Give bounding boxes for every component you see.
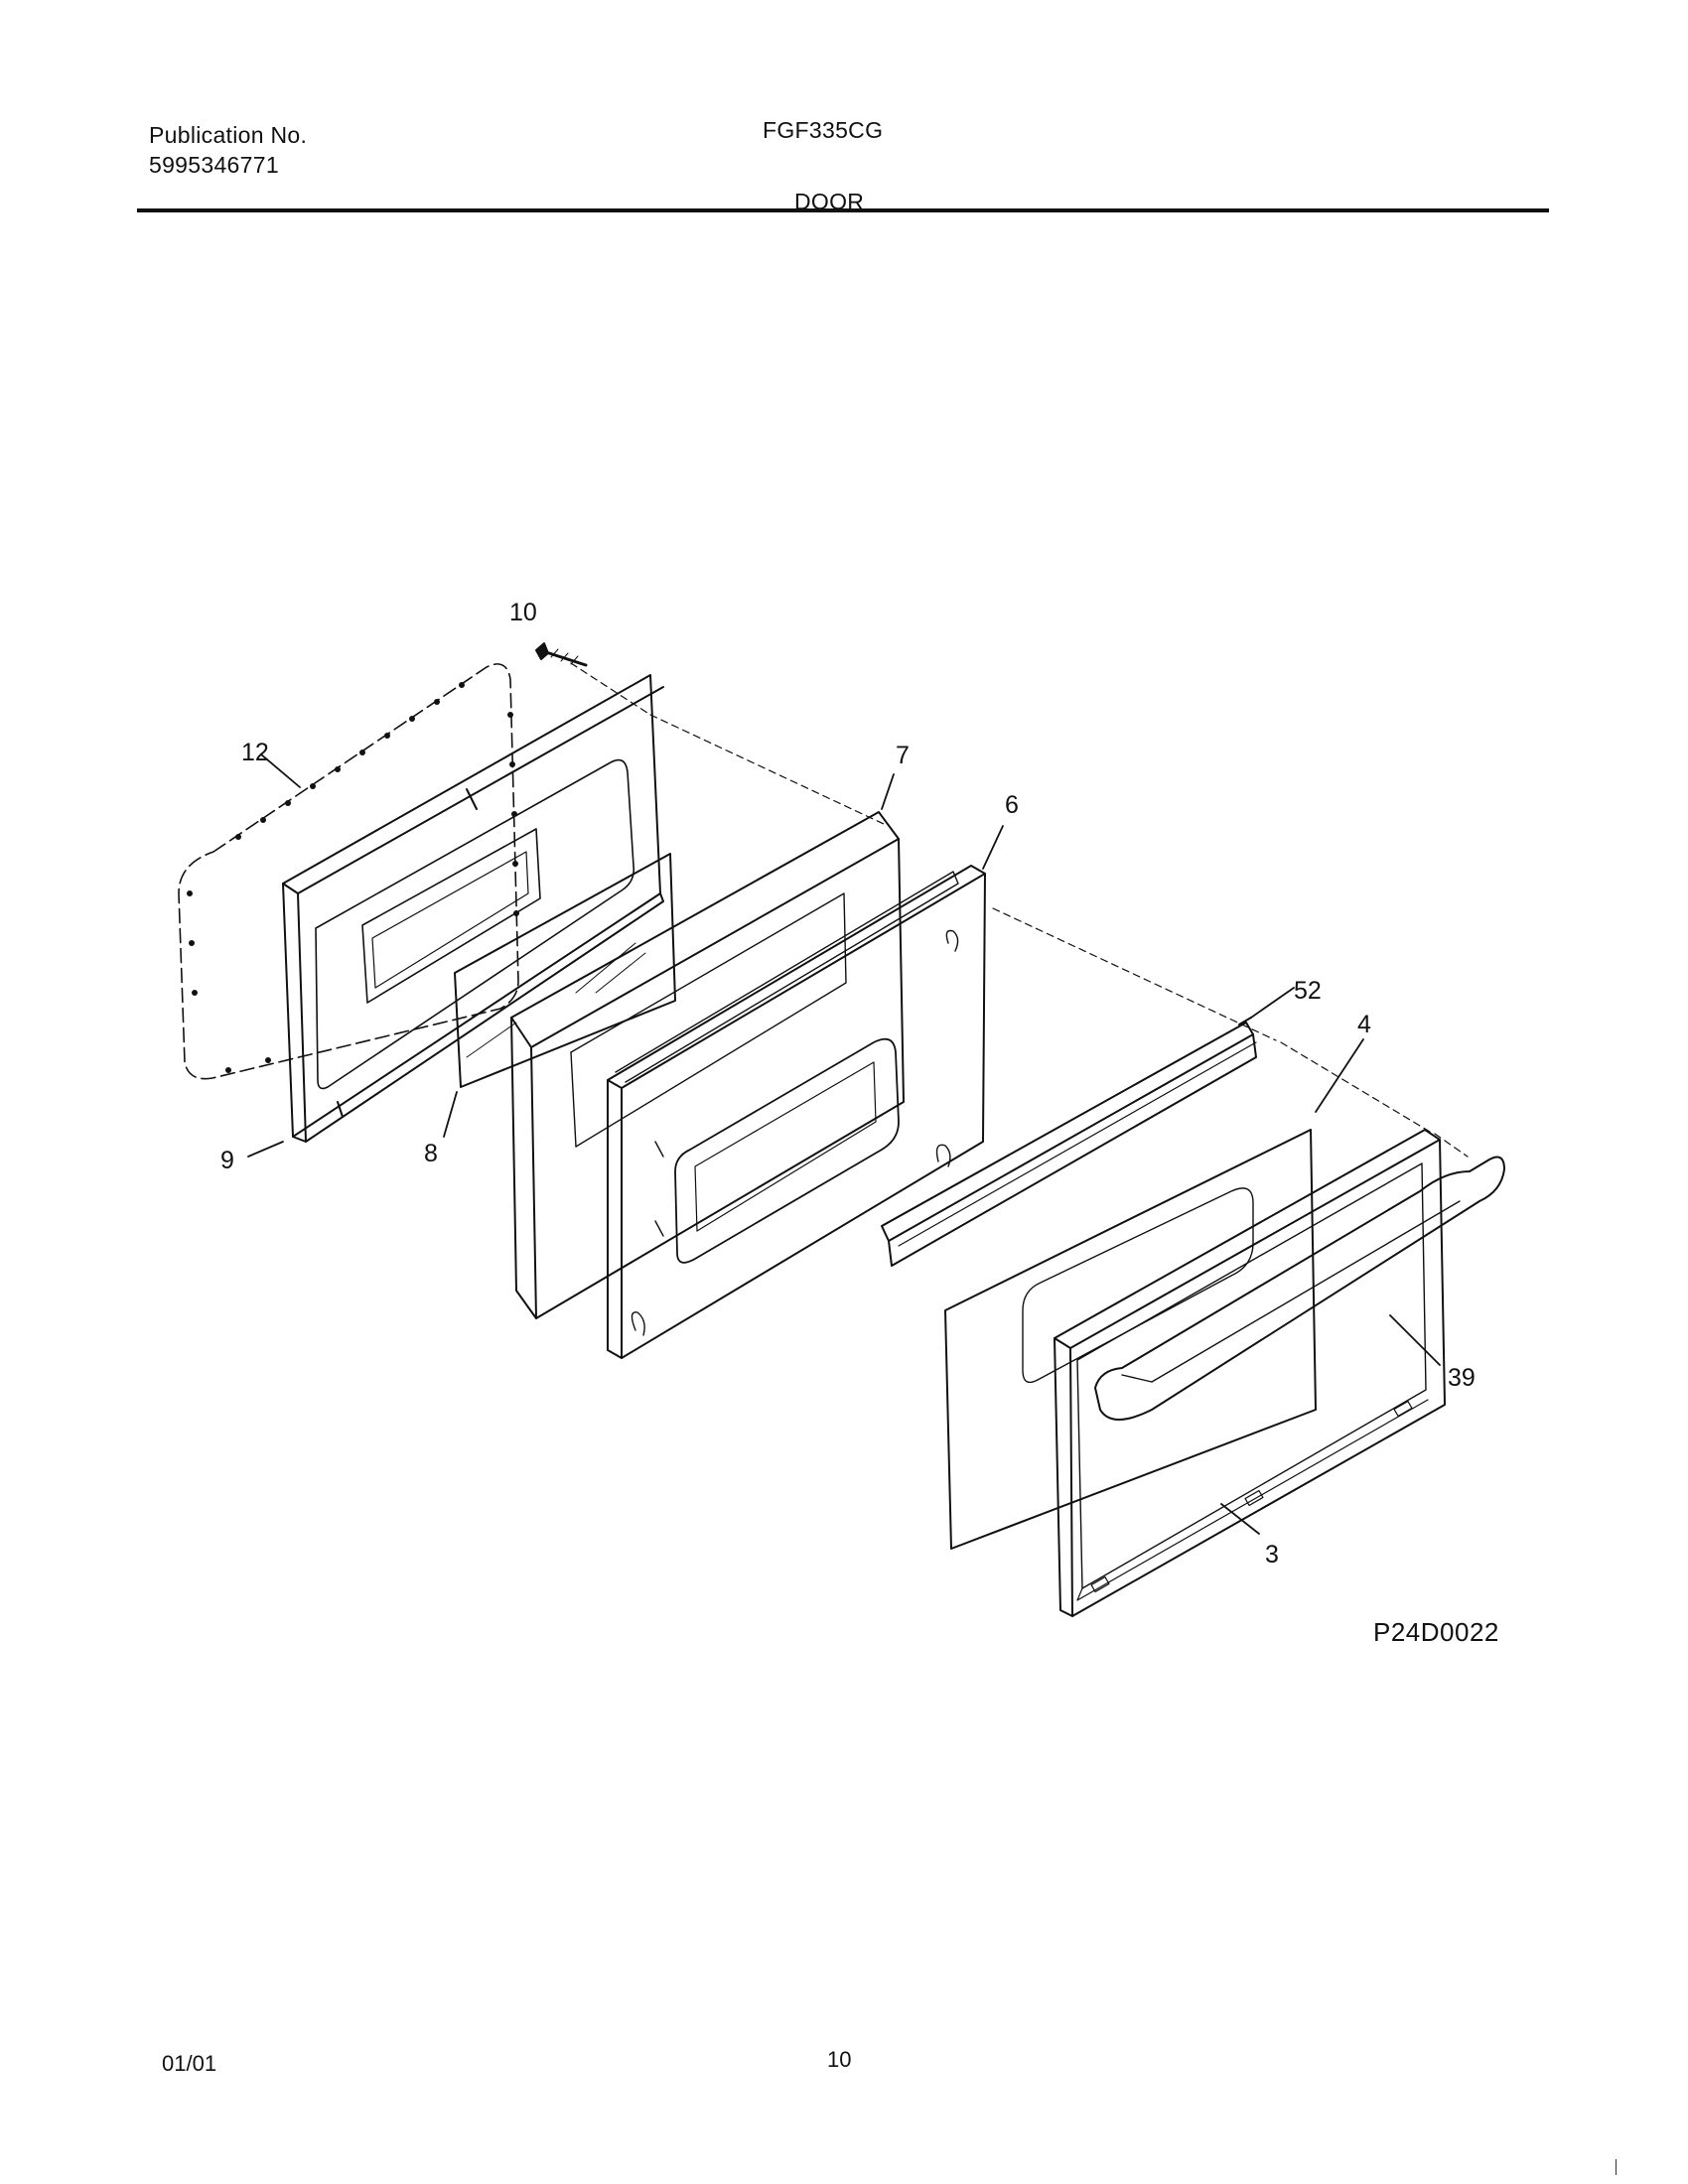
callout-10: 10 [509, 599, 537, 626]
header-rule [137, 208, 1549, 212]
publication-number: 5995346771 [149, 152, 279, 178]
handle-part-39 [1094, 1156, 1505, 1421]
callout-8: 8 [424, 1140, 438, 1167]
leader-lines [247, 753, 1441, 1535]
door-gasket-part-12 [178, 663, 519, 1080]
corner-mark [1616, 2159, 1617, 2175]
callout-9: 9 [220, 1147, 234, 1174]
callout-39: 39 [1448, 1364, 1476, 1392]
inner-door-panel-part-6 [607, 865, 986, 1359]
publication-label: Publication No. [149, 122, 308, 148]
alignment-lines [570, 662, 1469, 1158]
inner-glass-part-8 [454, 853, 676, 1088]
callout-12: 12 [241, 739, 269, 766]
callout-52: 52 [1294, 977, 1322, 1005]
page-number: 10 [827, 2047, 852, 2072]
vent-trim-part-52 [881, 1017, 1257, 1267]
insulation-part-7 [510, 811, 905, 1319]
screw-part-10 [535, 642, 588, 667]
outer-frame-part-3 [1054, 1129, 1446, 1617]
callout-6: 6 [1005, 791, 1019, 819]
outer-glass-part-4 [944, 1129, 1317, 1550]
callout-4: 4 [1357, 1011, 1371, 1038]
callout-7: 7 [896, 742, 910, 769]
footer-date: 01/01 [162, 2051, 217, 2076]
model-number: FGF335CG [763, 117, 884, 143]
door-liner-part-9 [282, 674, 664, 1143]
figure-code: P24D0022 [1373, 1617, 1499, 1647]
callout-3: 3 [1265, 1541, 1279, 1569]
